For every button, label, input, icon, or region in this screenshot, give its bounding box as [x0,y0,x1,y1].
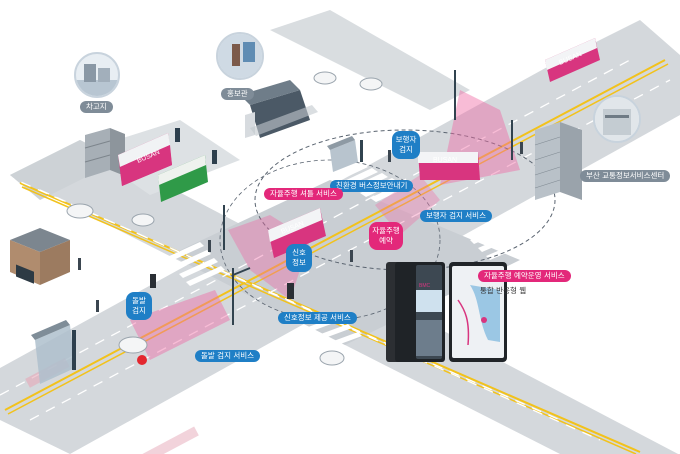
accident-marker [137,355,147,365]
integrated-web-label: 통합 반응형 웹 [480,286,527,295]
depot-building [84,128,125,178]
intersection [170,180,520,345]
car-5 [118,336,148,354]
bus-text-3: BUSAN [433,157,457,164]
sudden-detect-service-label: 돌발 검지 서비스 [195,350,261,362]
depot-thumbnail [74,52,120,98]
promo-hall-building [240,80,318,138]
detect-zone-sw [130,290,230,360]
phone-map [449,262,507,362]
bus-pink-depot [118,133,172,186]
traffic-center-building [534,122,582,200]
car-4 [359,77,383,91]
promo-hall-label: 홍보관 [221,88,254,100]
traffic-center-thumbnail [593,95,641,143]
bus-autonomous-topright [545,38,600,82]
charger-2 [212,150,217,164]
charger-1 [175,128,180,142]
phone-foldable [386,262,445,362]
bus-green-depot [158,155,208,202]
left-building [10,228,70,285]
car-1 [66,203,94,219]
eco-bus-info-label: 친환경 버스정보안내기 [330,180,414,192]
ped-detect-service-label: 보행자 검지 서비스 [420,210,492,222]
bus-stop-shelter-south [31,320,76,384]
signal-info-provide-label: 신호정보 제공 서비스 [278,312,357,324]
bus-stop-shelter-north [327,136,363,172]
road-upper [270,10,470,110]
signal-pole-west [232,267,251,325]
autonomous-shuttle-label: 자율주행 셔틀 서비스 [264,188,343,200]
signal-head-west [150,274,156,288]
car-2 [131,213,155,227]
app-logo-text: BMC [419,283,431,289]
car-3 [313,71,337,85]
busan-center-label: 부산 교통정보서비스센터 [580,170,671,182]
center-line-swne [4,59,666,411]
detect-zone-bus [375,175,440,235]
reservation-service-label: 자율주행 예약운영 서비스 [478,270,571,282]
signal-head-center [287,283,294,299]
crosswalk-west [165,242,225,286]
car-6 [319,350,345,366]
bus-autonomous-right [418,152,480,180]
promo-hall-thumbnail [216,32,264,80]
depot-label: 차고지 [80,101,113,113]
bus-autonomous-center [268,208,326,258]
